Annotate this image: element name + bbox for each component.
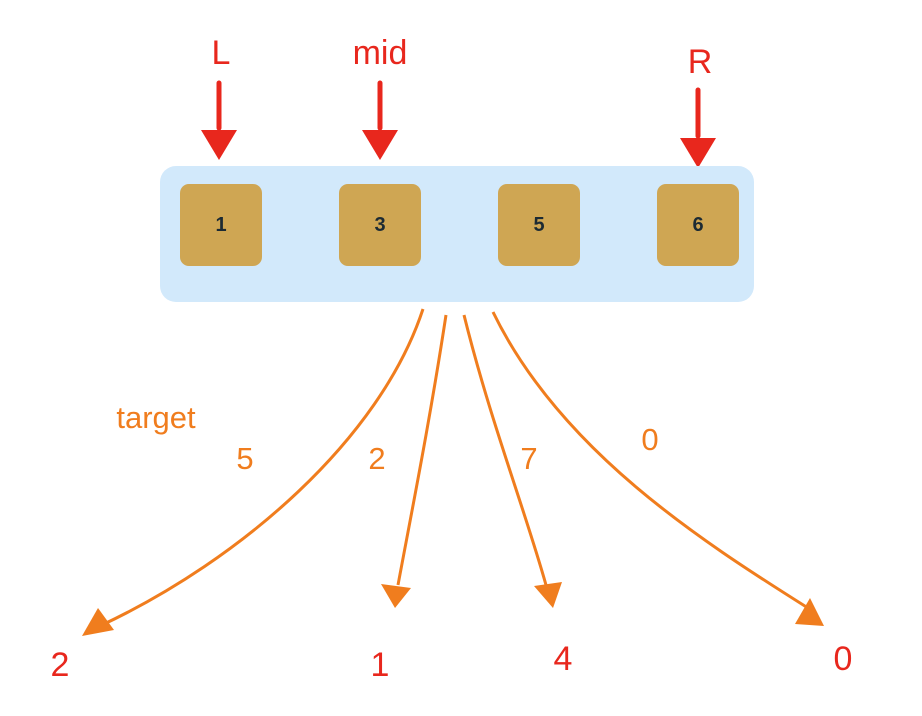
query-arrow-4: [491, 311, 824, 626]
query-result-value: 0: [833, 640, 853, 678]
query-result-value: 4: [553, 640, 573, 678]
query-result-value: 1: [370, 646, 390, 684]
target-heading: target: [116, 400, 196, 435]
pointer-arrow-R: [680, 87, 716, 168]
query-target-value: 7: [520, 441, 538, 476]
query-target-value: 5: [236, 441, 254, 476]
pointer-arrow-mid: [362, 80, 398, 160]
pointer-arrow-L: [201, 80, 237, 160]
array-cell: 1: [180, 184, 262, 266]
query-arrow-3: [462, 314, 562, 608]
query-target-value: 0: [641, 422, 659, 457]
query-target-value: 2: [368, 441, 386, 476]
pointer-label-R: R: [687, 43, 713, 81]
array-cell: 3: [339, 184, 421, 266]
pointer-label-mid: mid: [352, 34, 408, 72]
array-cell: 5: [498, 184, 580, 266]
array-cell: 6: [657, 184, 739, 266]
query-arrow-1: [82, 308, 425, 636]
pointer-label-L: L: [211, 34, 231, 72]
query-result-value: 2: [50, 646, 70, 684]
query-arrow-2: [381, 314, 448, 608]
